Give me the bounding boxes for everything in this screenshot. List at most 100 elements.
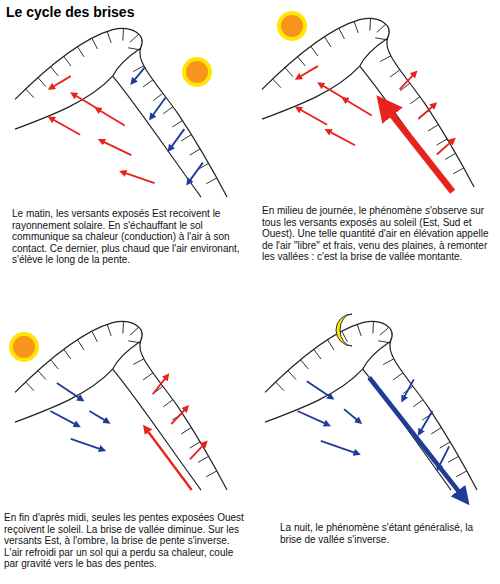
slope-tick bbox=[206, 178, 217, 184]
slope-tick bbox=[380, 56, 391, 62]
slope-tick bbox=[133, 359, 144, 365]
wind-arrow bbox=[97, 109, 125, 126]
slope-tick bbox=[107, 31, 111, 42]
explanation-note: La nuit, le phénomène s'étant généralisé… bbox=[280, 522, 494, 545]
mountain-sketch bbox=[15, 28, 227, 197]
ridge-line bbox=[265, 369, 363, 422]
wind-arrow bbox=[132, 67, 145, 83]
sun-icon bbox=[11, 334, 37, 360]
ridge-line bbox=[363, 341, 391, 369]
slope-tick bbox=[153, 93, 163, 100]
wind-arrow bbox=[403, 379, 414, 399]
slope-tick bbox=[273, 79, 281, 88]
slope-tick bbox=[190, 149, 200, 155]
slope-tick bbox=[51, 360, 59, 369]
slope-tick bbox=[128, 48, 140, 50]
wind-arrow bbox=[307, 381, 332, 398]
wind-arrow bbox=[50, 76, 70, 88]
wind-arrow bbox=[297, 66, 317, 78]
wind-arrow bbox=[190, 443, 206, 460]
slope-tick bbox=[51, 67, 59, 76]
ridge-line bbox=[15, 76, 113, 129]
ridge-line bbox=[265, 321, 477, 490]
wind-arrow bbox=[419, 411, 432, 433]
mountain-sketch bbox=[265, 321, 477, 499]
slope-tick bbox=[163, 400, 173, 407]
wind-arrow bbox=[188, 163, 203, 183]
slope-tick bbox=[377, 24, 386, 32]
ridge-line bbox=[262, 18, 474, 187]
slope-tick bbox=[354, 21, 358, 32]
ridge-line bbox=[15, 28, 227, 197]
ridge-line bbox=[113, 76, 201, 197]
slope-tick bbox=[445, 153, 455, 159]
sun-icon bbox=[184, 59, 210, 85]
slope-tick bbox=[311, 46, 318, 56]
slope-tick bbox=[92, 38, 98, 49]
slope-tick bbox=[413, 400, 423, 407]
moon-icon bbox=[336, 314, 352, 346]
wind-arrow bbox=[369, 378, 465, 500]
wind-arrow bbox=[321, 441, 358, 454]
wind-arrow bbox=[151, 98, 166, 118]
wind-arrow bbox=[320, 84, 348, 101]
wind-arrow bbox=[171, 407, 187, 424]
slope-tick bbox=[143, 373, 153, 380]
wind-arrow bbox=[57, 383, 82, 400]
wind-arrow bbox=[418, 104, 435, 119]
ridge-line bbox=[113, 369, 201, 490]
ridge-line bbox=[15, 321, 227, 490]
wind-arrow bbox=[344, 409, 360, 422]
wind-arrow bbox=[50, 118, 80, 135]
slope-tick bbox=[301, 360, 309, 369]
title: Le cycle des brises bbox=[6, 4, 134, 20]
slope-tick bbox=[369, 18, 371, 30]
ridge-line bbox=[15, 369, 113, 422]
slope-tick bbox=[327, 340, 334, 350]
slope-tick bbox=[285, 68, 293, 77]
mountain-sketch bbox=[262, 18, 474, 191]
explanation-note: En milieu de journée, le phénomène s'obs… bbox=[262, 205, 494, 263]
slope-tick bbox=[390, 70, 400, 77]
ridge-line bbox=[262, 66, 360, 119]
slope-tick bbox=[128, 341, 140, 343]
slope-tick bbox=[372, 321, 374, 333]
slope-tick bbox=[428, 125, 438, 131]
slope-tick bbox=[190, 442, 200, 448]
wind-arrow bbox=[145, 428, 192, 490]
slope-tick bbox=[288, 371, 296, 380]
wind-arrow bbox=[297, 108, 327, 125]
slope-tick bbox=[64, 349, 71, 359]
slope-tick bbox=[298, 57, 306, 66]
slope-tick bbox=[107, 324, 111, 335]
explanation-note: Le matin, les versants exposés Est recoi… bbox=[12, 208, 244, 266]
slope-tick bbox=[181, 428, 191, 434]
slope-tick bbox=[26, 382, 34, 391]
explanation-note: En fin d'après midi, seules les pentes e… bbox=[4, 512, 250, 570]
slope-tick bbox=[26, 89, 34, 98]
slope-tick bbox=[143, 80, 153, 87]
slope-tick bbox=[380, 327, 389, 335]
slope-tick bbox=[130, 34, 139, 42]
slope-tick bbox=[206, 471, 217, 477]
wind-arrow bbox=[101, 140, 132, 155]
ridge-line bbox=[113, 48, 141, 76]
slope-tick bbox=[198, 456, 208, 462]
wind-arrow bbox=[298, 411, 329, 425]
slope-tick bbox=[38, 371, 46, 380]
slope-tick bbox=[130, 327, 139, 335]
slope-tick bbox=[383, 359, 394, 365]
slope-tick bbox=[92, 331, 98, 342]
wind-arrow bbox=[73, 94, 101, 111]
slope-tick bbox=[181, 135, 191, 141]
wind-arrow bbox=[122, 172, 155, 183]
slope-tick bbox=[163, 107, 173, 114]
wind-arrow bbox=[153, 376, 168, 395]
slope-tick bbox=[393, 373, 403, 380]
wind-arrow bbox=[327, 130, 355, 145]
wind-arrow bbox=[50, 411, 78, 426]
slope-tick bbox=[77, 47, 84, 57]
slope-tick bbox=[122, 28, 124, 40]
slope-tick bbox=[378, 341, 390, 343]
